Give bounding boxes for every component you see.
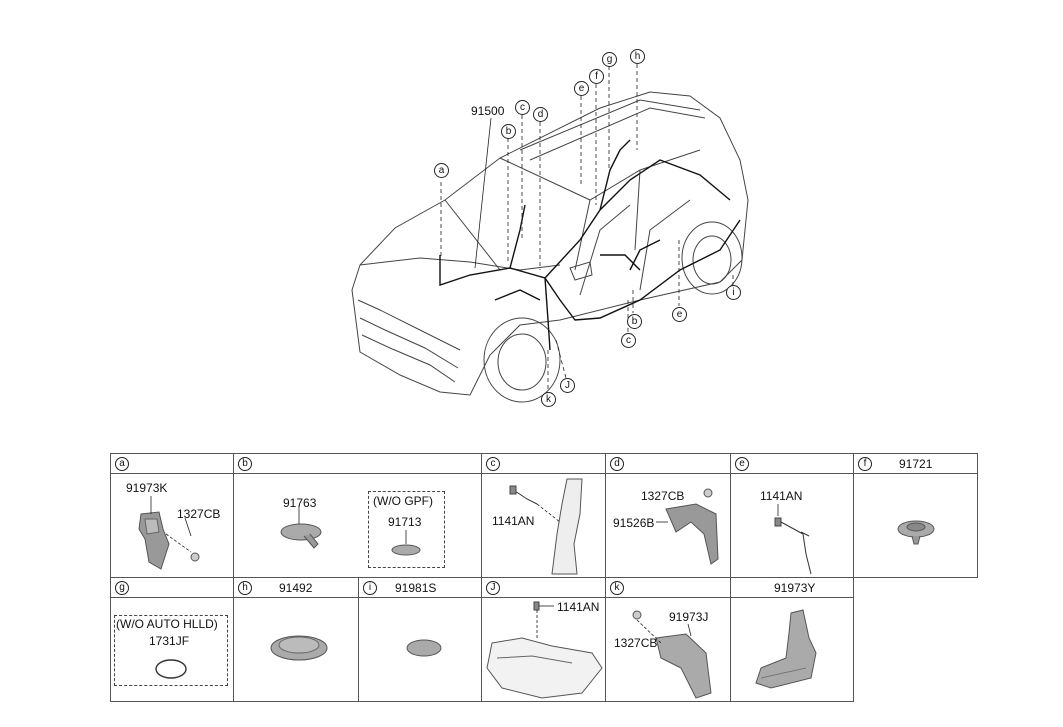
plug-drawing — [897, 520, 935, 545]
cell-h: h 91492 — [233, 577, 359, 702]
cell-d: d 1327CB 91526B — [605, 453, 731, 578]
grommet-drawing — [280, 506, 421, 556]
cell-b: b 91763 (W/O GPF) 91713 — [233, 453, 482, 578]
ring-drawing — [155, 659, 187, 679]
callout-b-lower: b — [627, 314, 642, 329]
part-1327cb: 1327CB — [177, 507, 221, 521]
cell-i: i 91981S — [358, 577, 482, 702]
part-1141an: 1141AN — [557, 600, 600, 614]
callout-k: k — [541, 392, 556, 407]
large-grommet-drawing — [270, 635, 328, 661]
part-91713: 91713 — [388, 515, 422, 529]
cell-k: k 1327CB 91973J — [605, 577, 731, 702]
callout-i: i — [726, 285, 741, 300]
cell-letter-g: g — [115, 581, 129, 595]
part-91973j: 91973J — [669, 610, 709, 624]
callout-h: h — [630, 49, 645, 64]
part-91763: 91763 — [283, 496, 317, 510]
cell-letter-k: k — [610, 581, 624, 595]
part-1327cb: 1327CB — [614, 636, 658, 650]
part-1141an: 1141AN — [492, 514, 535, 528]
part-91721: 91721 — [899, 457, 933, 471]
part-91492: 91492 — [279, 581, 313, 595]
note-wo-gpf: (W/O GPF) — [373, 494, 433, 508]
callout-d: d — [533, 107, 548, 122]
cap-drawing — [406, 639, 442, 657]
cell-f: f 91721 — [853, 453, 978, 578]
callout-e: e — [574, 81, 589, 96]
cell-letter-h: h — [238, 581, 252, 595]
callout-g: g — [602, 52, 617, 67]
part-91981s: 91981S — [395, 581, 437, 595]
cell-letter-i: i — [363, 581, 377, 595]
callout-j: J — [560, 378, 575, 393]
cell-j: J 1141AN — [481, 577, 606, 702]
part-1731jf: 1731JF — [149, 634, 190, 648]
cell-letter-f: f — [858, 457, 872, 471]
part-91973k: 91973K — [126, 481, 168, 495]
cell-c: c 1141AN — [481, 453, 606, 578]
frame-drawing — [486, 601, 603, 699]
callout-e-lower: e — [672, 307, 687, 322]
bracket-d-drawing — [656, 488, 719, 565]
cell-a: a 91973K 1327CB — [110, 453, 234, 578]
cell-e: e 1141AN — [730, 453, 854, 578]
bolt-e-drawing — [774, 504, 812, 575]
part-number-91500: 91500 — [471, 104, 505, 118]
callout-b: b — [501, 124, 516, 139]
cell-91973y: 91973Y — [730, 577, 854, 702]
cell-letter-c: c — [486, 457, 500, 471]
bracket-drawing — [138, 496, 200, 570]
part-91526b: 91526B — [613, 516, 655, 530]
callout-a: a — [434, 163, 449, 178]
callout-f: f — [589, 69, 604, 84]
car-illustration — [351, 64, 749, 403]
cell-letter-b: b — [238, 457, 252, 471]
cell-letter-e: e — [735, 457, 749, 471]
pillar-drawing — [509, 478, 583, 575]
variant-box — [368, 491, 445, 568]
cell-letter-d: d — [610, 457, 624, 471]
cell-letter-j: J — [486, 581, 500, 595]
bracket-y-drawing — [755, 609, 817, 689]
callout-c: c — [515, 100, 530, 115]
bracket-k-drawing — [632, 610, 712, 699]
cell-g: g (W/O AUTO HLLD) 1731JF — [110, 577, 234, 702]
part-1141an: 1141AN — [760, 489, 803, 503]
note-wo-auto-hlld: (W/O AUTO HLLD) — [116, 617, 218, 631]
part-91973y: 91973Y — [774, 581, 816, 595]
part-1327cb: 1327CB — [641, 489, 685, 503]
cell-letter-a: a — [115, 457, 129, 471]
callout-c-lower: c — [621, 333, 636, 348]
variant-box — [114, 615, 228, 686]
